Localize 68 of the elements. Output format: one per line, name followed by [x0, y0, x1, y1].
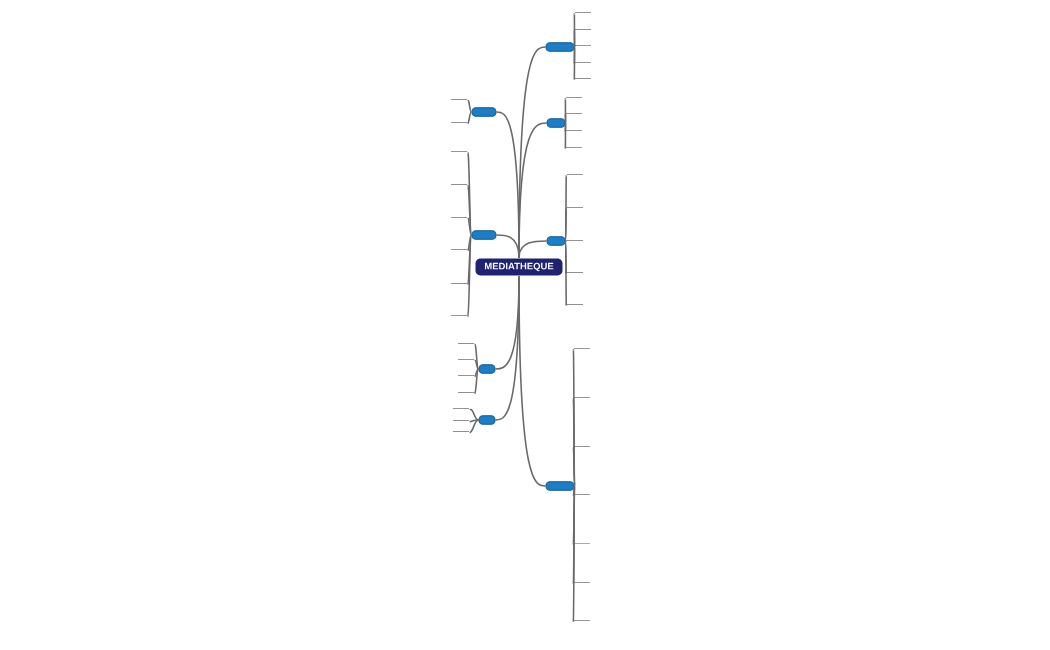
- subtopic-line: [574, 620, 590, 621]
- connector: [564, 240, 568, 307]
- connector: [573, 29, 576, 48]
- branch-topic: [478, 415, 496, 425]
- branch-topic: [545, 481, 575, 491]
- connector: [494, 275, 520, 421]
- subtopic-line: [566, 97, 582, 98]
- subtopic-line: [567, 207, 583, 208]
- subtopic-line: [567, 240, 583, 241]
- subtopic-line: [574, 397, 590, 398]
- connector: [473, 368, 480, 395]
- subtopic-line: [566, 113, 582, 114]
- subtopic-line: [574, 348, 590, 349]
- connector: [564, 122, 567, 150]
- subtopic-line: [451, 184, 467, 185]
- subtopic-line: [451, 217, 467, 218]
- connector: [466, 234, 473, 286]
- subtopic-line: [458, 343, 474, 344]
- subtopic-line: [458, 375, 474, 376]
- subtopic-line: [567, 272, 583, 273]
- connector: [564, 113, 567, 124]
- branch-topic: [546, 236, 566, 246]
- branch-topic: [471, 107, 497, 117]
- subtopic-line: [566, 147, 582, 148]
- subtopic-line: [567, 304, 583, 305]
- branch-topic: [471, 230, 497, 240]
- connector: [473, 359, 480, 370]
- connector: [573, 45, 576, 48]
- connector: [564, 239, 568, 243]
- connector: [572, 485, 576, 623]
- subtopic-line: [575, 78, 591, 79]
- connector: [468, 419, 480, 434]
- connector: [466, 217, 473, 236]
- subtopic-line: [451, 283, 467, 284]
- connector: [495, 234, 520, 259]
- connector: [573, 46, 576, 81]
- branch-topic: [478, 364, 496, 374]
- subtopic-line: [451, 315, 467, 316]
- connector: [466, 111, 473, 125]
- connector: [468, 408, 480, 421]
- subtopic-line: [574, 446, 590, 447]
- connector: [572, 446, 576, 487]
- subtopic-line: [575, 29, 591, 30]
- subtopic-line: [574, 582, 590, 583]
- branch-topic: [546, 118, 566, 128]
- subtopic-line: [451, 122, 467, 123]
- subtopic-line: [574, 494, 590, 495]
- subtopic-line: [453, 420, 469, 421]
- subtopic-line: [575, 12, 591, 13]
- connector: [564, 207, 568, 242]
- subtopic-line: [458, 359, 474, 360]
- connector: [468, 419, 480, 423]
- subtopic-line: [575, 45, 591, 46]
- branch-topic: [545, 42, 575, 52]
- subtopic-line: [567, 174, 583, 175]
- connector: [473, 368, 480, 378]
- connector: [466, 234, 473, 252]
- subtopic-line: [453, 408, 469, 409]
- subtopic-line: [451, 151, 467, 152]
- subtopic-line: [451, 249, 467, 250]
- connector: [572, 485, 576, 497]
- subtopic-line: [451, 99, 467, 100]
- connector: [466, 99, 473, 113]
- subtopic-line: [458, 392, 474, 393]
- central-topic: MEDIATHEQUE: [475, 258, 563, 276]
- subtopic-line: [575, 62, 591, 63]
- subtopic-line: [453, 431, 469, 432]
- subtopic-line: [566, 130, 582, 131]
